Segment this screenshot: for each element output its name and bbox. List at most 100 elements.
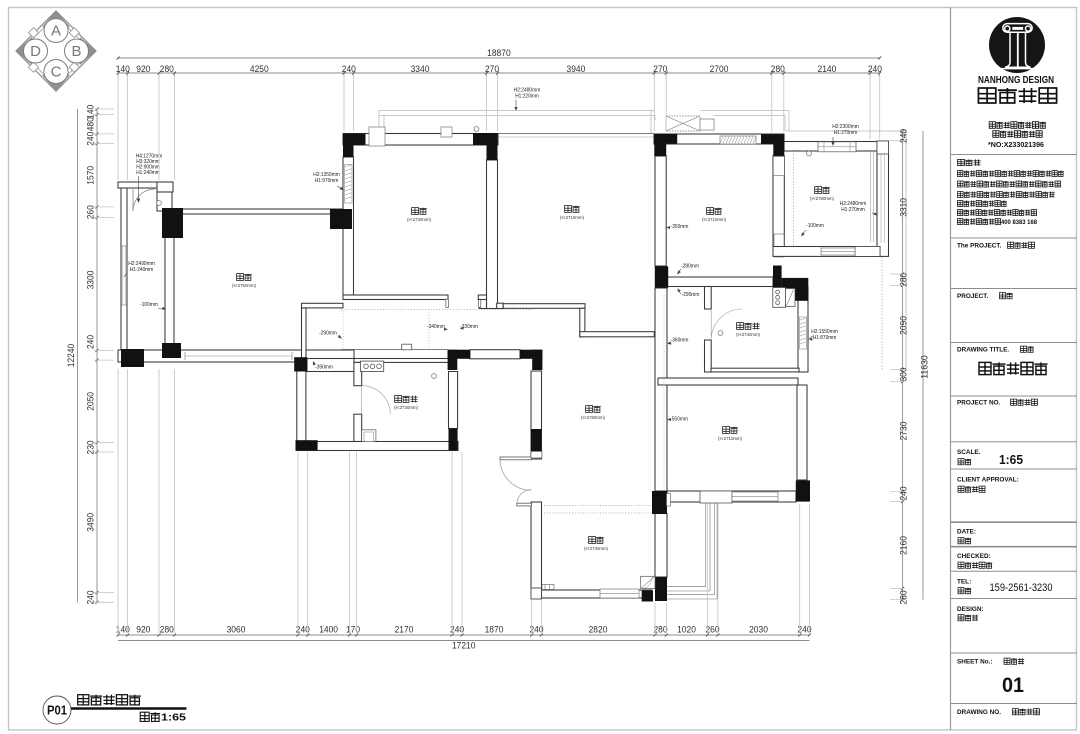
svg-text:280: 280: [160, 625, 174, 636]
svg-text:159-2561-3230: 159-2561-3230: [990, 582, 1053, 594]
svg-text:240: 240: [529, 625, 543, 636]
svg-text:(H:2780mm): (H:2780mm): [810, 196, 834, 201]
svg-text:-360mm: -360mm: [671, 338, 689, 344]
svg-text:240: 240: [899, 486, 910, 500]
svg-text:230: 230: [86, 440, 97, 454]
svg-text:D: D: [30, 43, 41, 60]
svg-text:280: 280: [899, 590, 910, 604]
svg-text:C: C: [51, 64, 62, 81]
svg-text:-550mm: -550mm: [670, 417, 688, 423]
svg-text:3300: 3300: [86, 271, 97, 290]
svg-text:H3:320mm: H3:320mm: [136, 159, 160, 165]
svg-text:260: 260: [86, 205, 97, 219]
svg-text:2160: 2160: [899, 536, 910, 555]
svg-text:-280mm: -280mm: [681, 264, 699, 270]
svg-text:12240: 12240: [66, 344, 77, 368]
svg-text:240: 240: [450, 625, 464, 636]
svg-text:270: 270: [653, 64, 667, 75]
svg-text:H2:1350mm: H2:1350mm: [313, 172, 340, 178]
svg-text:H2:900mm: H2:900mm: [136, 165, 160, 171]
svg-text:400 8383 168: 400 8383 168: [1001, 219, 1037, 226]
svg-text:PROJECT.: PROJECT.: [957, 293, 988, 300]
svg-text:H1:220mm: H1:220mm: [515, 94, 539, 100]
svg-text:3940: 3940: [567, 64, 586, 75]
svg-text:3340: 3340: [411, 64, 430, 75]
svg-text:DATE:: DATE:: [957, 529, 976, 536]
svg-text:280: 280: [653, 625, 667, 636]
svg-text:4250: 4250: [250, 64, 269, 75]
svg-text:1870: 1870: [485, 625, 504, 636]
svg-text:18870: 18870: [487, 48, 511, 59]
svg-text:-350mm: -350mm: [671, 224, 689, 230]
svg-text:280: 280: [160, 64, 174, 75]
svg-text:-340mm: -340mm: [427, 324, 445, 330]
svg-text:11630: 11630: [920, 355, 931, 379]
svg-text:920: 920: [136, 64, 150, 75]
svg-text:H4:1270mm: H4:1270mm: [136, 154, 163, 160]
svg-text:3490: 3490: [86, 513, 97, 532]
svg-text:H1:970mm: H1:970mm: [315, 178, 339, 184]
svg-text:SCALE.: SCALE.: [957, 449, 981, 456]
svg-text:The PROJECT.: The PROJECT.: [957, 243, 1002, 250]
svg-text:240: 240: [86, 590, 97, 604]
svg-text:170: 170: [346, 625, 360, 636]
svg-text:2730: 2730: [899, 422, 910, 441]
svg-text:(H:2730mm): (H:2730mm): [407, 217, 431, 222]
svg-text:*NO:X233021396: *NO:X233021396: [988, 140, 1044, 149]
svg-text:H2:1550mm: H2:1550mm: [811, 329, 838, 335]
svg-text:H2:2480mm: H2:2480mm: [514, 88, 541, 94]
svg-text:(H:2730mm): (H:2730mm): [394, 405, 418, 410]
svg-text:240: 240: [899, 129, 910, 143]
svg-text:H1:270mm: H1:270mm: [834, 130, 858, 136]
svg-text:-390mm: -390mm: [315, 365, 333, 371]
svg-text:280: 280: [899, 273, 910, 287]
svg-text:270: 270: [485, 64, 499, 75]
svg-text:300: 300: [899, 367, 910, 381]
svg-text:(H:2750mm): (H:2750mm): [232, 283, 256, 288]
svg-text:A: A: [51, 23, 61, 40]
svg-text:140: 140: [116, 64, 130, 75]
svg-text:CHECKED:: CHECKED:: [957, 553, 991, 560]
svg-text:-330mm: -330mm: [460, 324, 478, 330]
svg-text:240: 240: [797, 625, 811, 636]
svg-text:SHEET No.:: SHEET No.:: [957, 659, 993, 666]
svg-text:-290mm: -290mm: [319, 331, 337, 337]
svg-text:H1:240mm: H1:240mm: [136, 170, 160, 176]
svg-text:920: 920: [136, 625, 150, 636]
svg-text:01: 01: [1002, 674, 1024, 697]
svg-text:2140: 2140: [818, 64, 837, 75]
svg-text:2170: 2170: [395, 625, 414, 636]
svg-text:TEL:: TEL:: [957, 579, 971, 586]
svg-text:(H:2780mm): (H:2780mm): [581, 415, 605, 420]
svg-text:3060: 3060: [227, 625, 246, 636]
svg-text:DRAWING TITLE.: DRAWING TITLE.: [957, 347, 1009, 354]
svg-text:DESIGN:: DESIGN:: [957, 606, 984, 613]
svg-text:CLIENT APPROVAL:: CLIENT APPROVAL:: [957, 477, 1019, 484]
svg-text:DRAWING NO.: DRAWING NO.: [957, 709, 1001, 716]
svg-text:-290mm: -290mm: [682, 292, 700, 298]
svg-text:3310: 3310: [899, 198, 910, 217]
svg-text:(H:2710mm): (H:2710mm): [718, 436, 742, 441]
svg-text:NANHONG DESIGN: NANHONG DESIGN: [978, 74, 1054, 86]
svg-text:140: 140: [86, 105, 97, 119]
svg-text:240: 240: [868, 64, 882, 75]
svg-text:PROJECT NO.: PROJECT NO.: [957, 400, 1001, 407]
svg-text:H2:2490mm: H2:2490mm: [128, 261, 155, 267]
svg-text:17210: 17210: [452, 641, 476, 652]
svg-text:-100mm: -100mm: [140, 302, 158, 308]
svg-text:(H:2710mm): (H:2710mm): [702, 217, 726, 222]
svg-text:(H:2710mm): (H:2710mm): [560, 215, 584, 220]
svg-text:240: 240: [86, 132, 97, 146]
svg-text:H2:2480mm: H2:2480mm: [840, 201, 867, 207]
svg-text:240: 240: [86, 335, 97, 349]
svg-text:260: 260: [705, 625, 719, 636]
svg-text:1400: 1400: [319, 625, 338, 636]
svg-text:1020: 1020: [677, 625, 696, 636]
svg-text:(H:2730mm): (H:2730mm): [584, 546, 608, 551]
svg-text:240: 240: [342, 64, 356, 75]
svg-text:1:65: 1:65: [999, 453, 1023, 467]
svg-text:P01: P01: [47, 704, 67, 718]
svg-text:140: 140: [116, 625, 130, 636]
svg-text:2050: 2050: [86, 392, 97, 411]
svg-text:1:65: 1:65: [161, 712, 186, 724]
